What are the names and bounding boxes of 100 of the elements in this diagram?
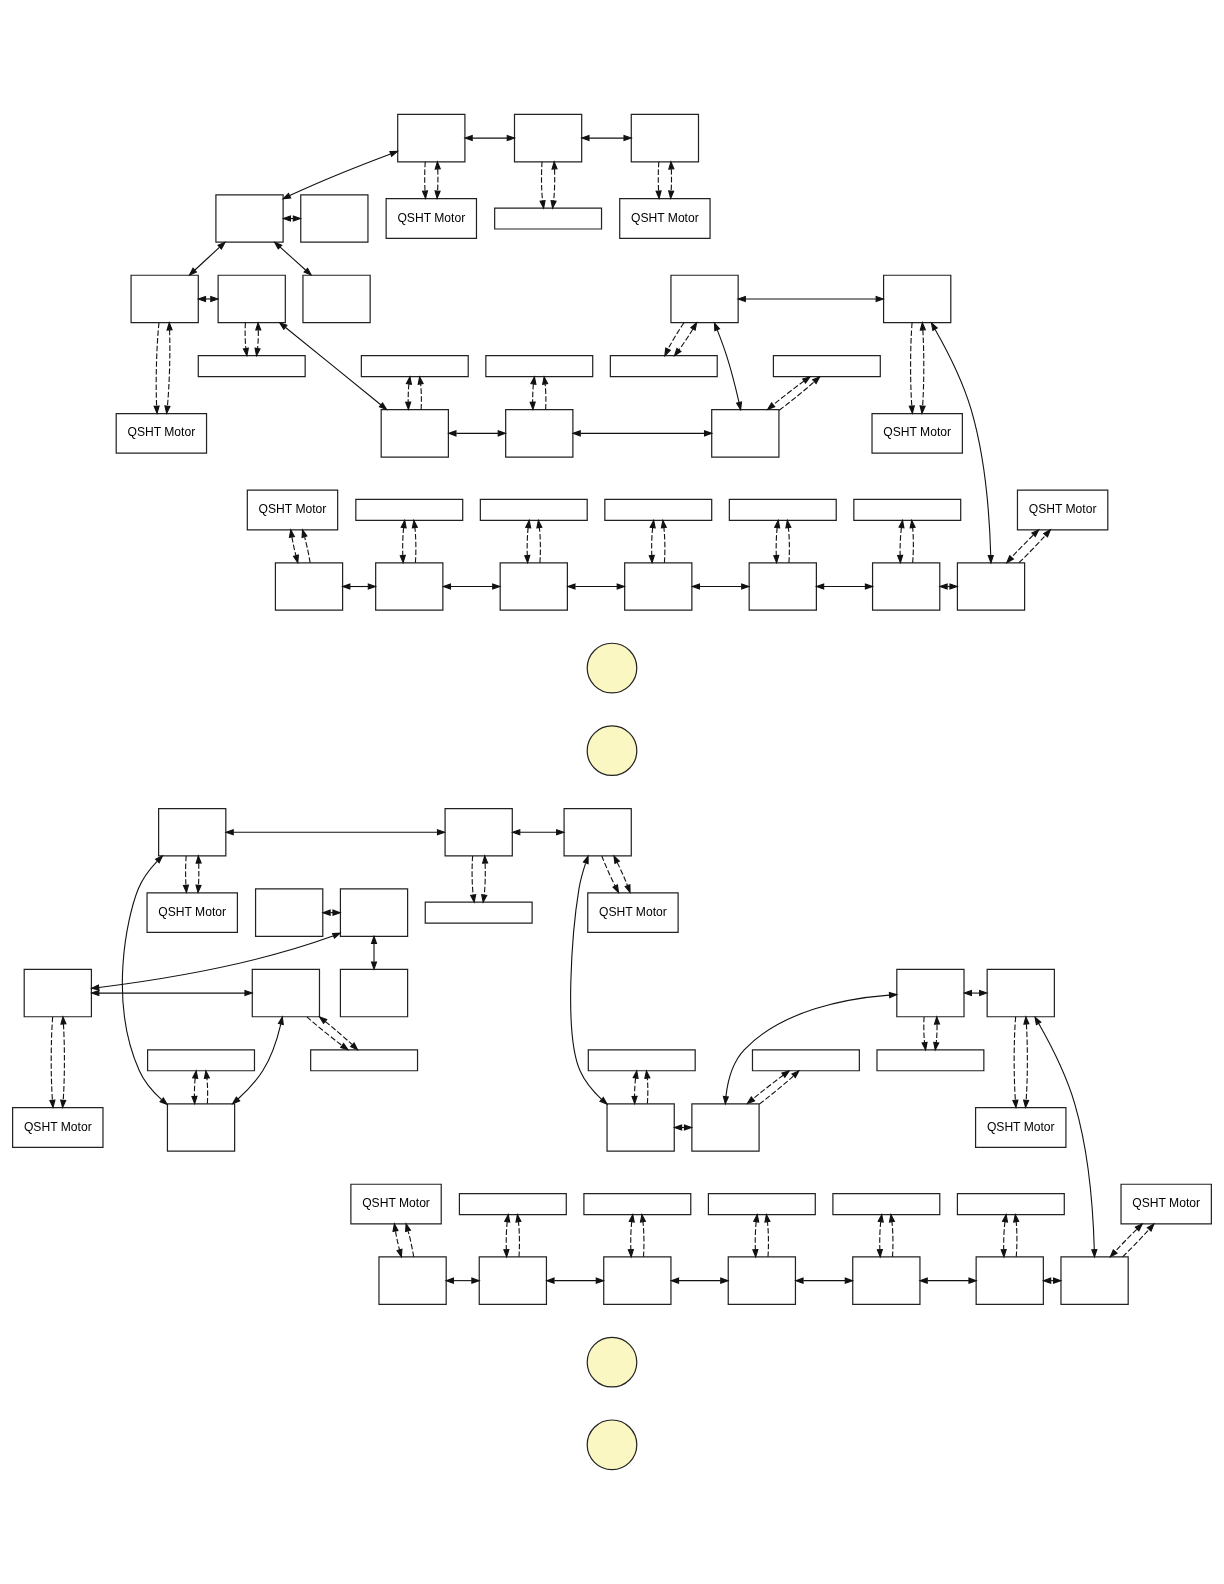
- arrow: [746, 1070, 791, 1105]
- arrow: [580, 134, 633, 142]
- arrow: [182, 855, 190, 895]
- arrow: [571, 430, 714, 437]
- node-box: [505, 409, 574, 458]
- node-box: [254, 888, 324, 937]
- node-box: [302, 274, 371, 324]
- node-box: QSHT Motor: [619, 198, 711, 239]
- arrow: [469, 855, 477, 904]
- node-bar: [424, 901, 533, 924]
- node-box: [691, 1103, 760, 1152]
- node-circle: [586, 1336, 638, 1388]
- node-bar: [853, 498, 962, 521]
- node-bar: [360, 355, 469, 378]
- node-box: [166, 1103, 236, 1152]
- arrow: [153, 322, 160, 415]
- arrow: [411, 518, 419, 564]
- arrow: [541, 375, 549, 410]
- arrow: [481, 854, 489, 904]
- node-box: [883, 274, 952, 324]
- arrow: [1012, 1016, 1019, 1110]
- node-box: QSHT Motor: [146, 892, 238, 934]
- arrow: [463, 134, 517, 142]
- node-box: [513, 113, 583, 163]
- arrow: [341, 583, 378, 590]
- node-circle: [586, 725, 638, 777]
- arrow: [736, 295, 885, 303]
- arrow: [550, 160, 558, 210]
- node-bar: [494, 207, 603, 230]
- arrow: [752, 1212, 760, 1259]
- arrow: [601, 855, 620, 894]
- arrow: [639, 1212, 647, 1258]
- arrow: [921, 1016, 928, 1052]
- arrow: [566, 583, 626, 590]
- node-box: [339, 888, 409, 937]
- node-bar: [956, 1193, 1065, 1216]
- arrow: [722, 991, 899, 1106]
- node-bar: [609, 355, 718, 378]
- node-box: [158, 807, 227, 857]
- arrow: [1022, 1015, 1030, 1110]
- node-box: QSHT Motor: [1016, 489, 1109, 531]
- arrow: [203, 1069, 211, 1105]
- arrow: [281, 150, 400, 200]
- arrow: [405, 1222, 415, 1258]
- arrow: [570, 854, 609, 1106]
- arrow: [1122, 1222, 1156, 1258]
- node-box: QSHT Motor: [871, 412, 963, 454]
- arrow: [242, 322, 250, 358]
- node-bar: [587, 1049, 696, 1072]
- node-box: [975, 1256, 1044, 1305]
- node-bar: [751, 1049, 860, 1072]
- arrow: [399, 518, 407, 565]
- arrow: [713, 321, 743, 412]
- arrow: [896, 518, 905, 565]
- node-bar: [832, 1193, 941, 1216]
- arrow: [447, 430, 508, 437]
- node-box: [727, 1256, 797, 1305]
- arrow: [545, 1277, 606, 1284]
- node-box: [478, 1256, 548, 1305]
- node-bar: [876, 1049, 985, 1072]
- arrow: [89, 932, 342, 991]
- node-box: [274, 562, 344, 611]
- arrow: [1018, 528, 1052, 564]
- arrow: [254, 321, 262, 358]
- node-box: [23, 968, 92, 1018]
- arrow: [918, 1277, 978, 1284]
- arrow: [188, 241, 227, 277]
- node-box: QSHT Motor: [246, 489, 339, 531]
- arrow: [631, 1069, 639, 1106]
- arrow: [673, 321, 698, 357]
- arrow: [523, 518, 532, 565]
- node-box: [852, 1256, 921, 1305]
- arrow: [919, 321, 927, 415]
- arrow: [1005, 528, 1040, 564]
- node-box: [251, 968, 321, 1018]
- arrow: [627, 1212, 635, 1259]
- node-circle: [586, 642, 638, 694]
- arrow: [690, 583, 751, 590]
- arrow: [417, 375, 424, 410]
- arrow: [664, 322, 685, 358]
- node-box: [397, 113, 466, 163]
- arrow: [669, 1277, 730, 1284]
- node-box: [748, 562, 817, 611]
- node-box: [499, 562, 568, 611]
- node-box: QSHT Motor: [115, 412, 208, 454]
- arrow: [515, 1212, 522, 1258]
- node-bar: [772, 355, 881, 378]
- arrow: [90, 989, 254, 997]
- arrow: [909, 518, 916, 564]
- node-box: [339, 968, 409, 1018]
- arrow: [441, 583, 502, 590]
- node-box: [986, 968, 1055, 1018]
- node-box: QSHT Motor: [350, 1183, 442, 1225]
- arrow: [933, 1015, 941, 1052]
- node-bar: [604, 498, 713, 521]
- arrow: [930, 321, 995, 565]
- arrow: [195, 854, 202, 895]
- node-bar: [479, 498, 588, 521]
- arrow: [1013, 1212, 1020, 1258]
- arrow: [404, 375, 413, 412]
